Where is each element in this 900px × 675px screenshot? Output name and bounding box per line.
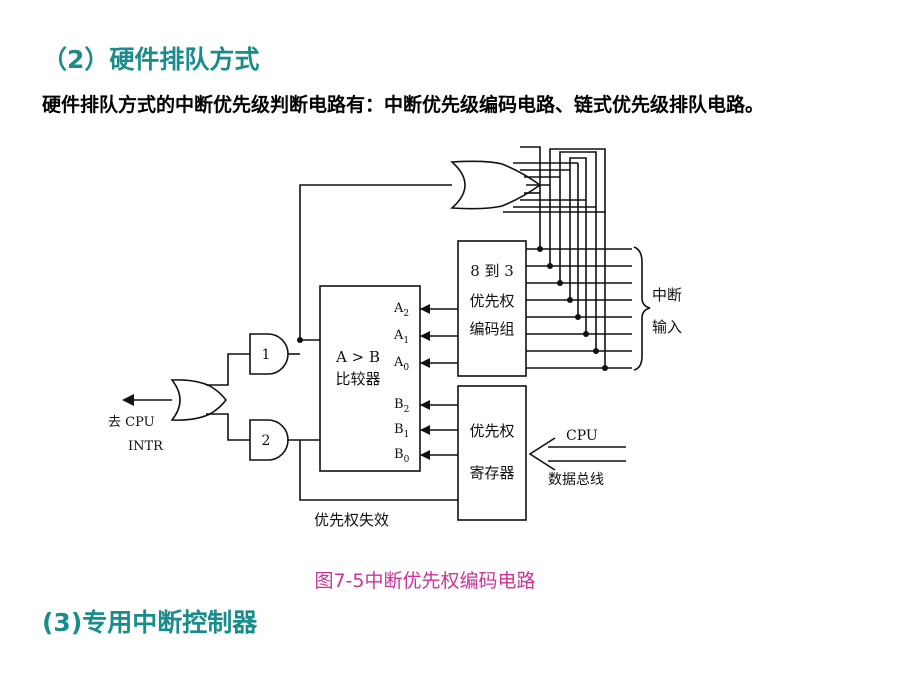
label-b0: B0 (394, 447, 410, 465)
label-a2: A2 (393, 301, 409, 319)
databus-label: 数据总线 (548, 472, 604, 488)
interrupt-input-lines (526, 248, 632, 369)
and-gate-1 (249, 333, 289, 375)
register-label-line1: 优先权 (469, 422, 514, 440)
label-a1: A1 (393, 328, 409, 346)
final-or-gate (170, 379, 228, 421)
section-2-title: （2）硬件排队方式 (42, 45, 260, 74)
encoder-label-line1: 8 到 3 (470, 262, 514, 280)
cpu-label: CPU (566, 428, 598, 444)
output-label-line2: INTR (128, 439, 164, 454)
and-gate-2 (249, 419, 289, 461)
figure-caption: 图7-5中断优先权编码电路 (314, 570, 536, 592)
encoder-label-line3: 编码组 (469, 320, 514, 338)
priority-invalid-label: 优先权失效 (314, 511, 389, 529)
register-box (457, 385, 527, 521)
interrupt-label-line2: 输入 (652, 318, 682, 336)
interrupt-label-line1: 中断 (652, 286, 682, 304)
label-b2: B2 (394, 397, 409, 415)
output-label-line1: 去 CPU (108, 415, 155, 430)
gate1-label: 1 (262, 347, 271, 363)
arrowheads (122, 304, 430, 460)
comparator-label-line2: 比较器 (335, 370, 380, 388)
intro-paragraph: 硬件排队方式的中断优先级判断电路有：中断优先级编码电路、链式优先级排队电路。 (42, 94, 765, 116)
section-3-title: (3)专用中断控制器 (42, 608, 258, 637)
priority-invalid-wire (299, 440, 458, 501)
interrupt-bracket (633, 246, 651, 371)
or-gate-input-taps (503, 146, 606, 368)
top-or-gate (450, 160, 542, 210)
register-label-line2: 寄存器 (469, 464, 514, 482)
encoder-label-line2: 优先权 (469, 292, 514, 310)
comparator-box (319, 285, 421, 472)
gate2-label: 2 (262, 433, 271, 449)
label-b1: B1 (394, 422, 409, 440)
comparator-label-line1: A > B (335, 348, 380, 366)
label-a0: A0 (393, 355, 409, 373)
junction-dots (297, 246, 608, 371)
or-output-wire (299, 184, 452, 340)
